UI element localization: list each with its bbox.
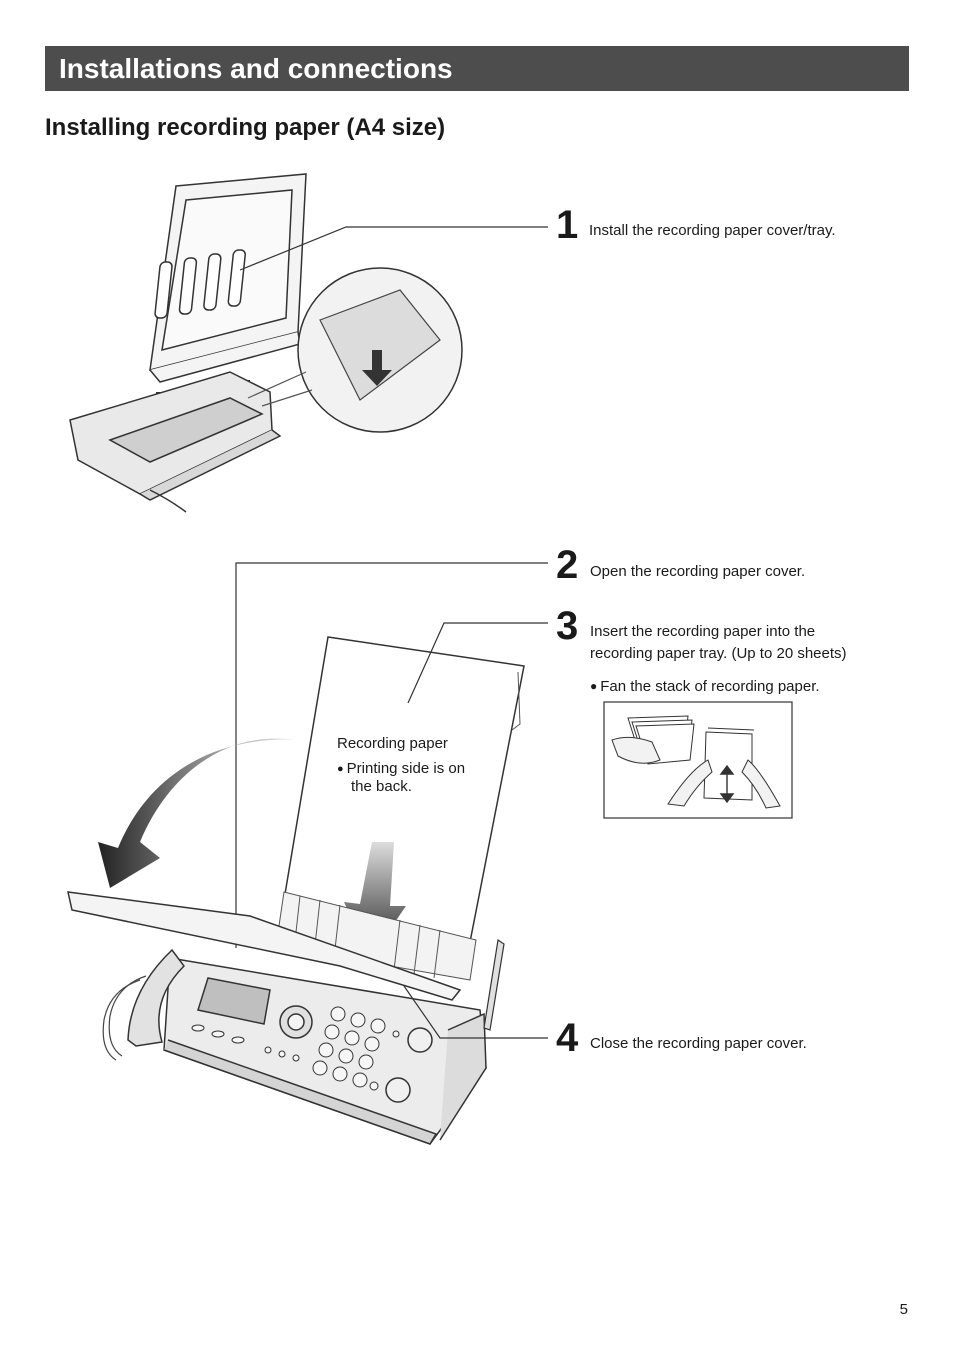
header-banner: Installations and connections: [45, 46, 909, 91]
step-3-text-line1: Insert the recording paper into the: [590, 623, 816, 640]
step-2-number: 2: [556, 543, 579, 587]
step-4-number: 4: [556, 1016, 579, 1060]
step-3-bullet-text: Fan the stack of recording paper.: [600, 678, 820, 695]
step-1-text: Install the recording paper cover/tray.: [589, 222, 836, 239]
step-3-number: 3: [556, 604, 579, 648]
detail-circle: [247, 267, 463, 433]
updown-arrow-icon: [719, 764, 735, 804]
page-number: 5: [899, 1301, 908, 1318]
fax-base-drawing: [69, 371, 282, 513]
section-title: Installing recording paper (A4 size): [45, 114, 446, 141]
recording-paper-note: ●Printing side is on: [337, 759, 465, 779]
step2-4-illustration: [67, 562, 548, 1145]
bullet-icon: ●: [590, 679, 598, 693]
step1-illustration: [69, 173, 548, 513]
fan-paper-inset: [603, 701, 793, 819]
handset-drawing: [127, 948, 185, 1047]
open-cover-drawing: [67, 891, 462, 1001]
paper-tray-drawing: [149, 173, 307, 383]
bullet-icon: ●: [337, 763, 344, 775]
step-2-text: Open the recording paper cover.: [590, 563, 806, 580]
recording-paper-label: Recording paper: [337, 735, 448, 752]
banner-title: Installations and connections: [59, 53, 453, 84]
step-1-number: 1: [556, 203, 579, 247]
step-4-text: Close the recording paper cover.: [590, 1035, 807, 1052]
step-3-text-line2: recording paper tray. (Up to 20 sheets): [590, 645, 847, 662]
step-3-bullet: ●Fan the stack of recording paper.: [590, 676, 820, 697]
recording-paper-note-line1: Printing side is on: [346, 760, 466, 777]
recording-paper-note-line2: the back.: [351, 778, 412, 795]
curved-arrow-icon: [98, 738, 296, 888]
